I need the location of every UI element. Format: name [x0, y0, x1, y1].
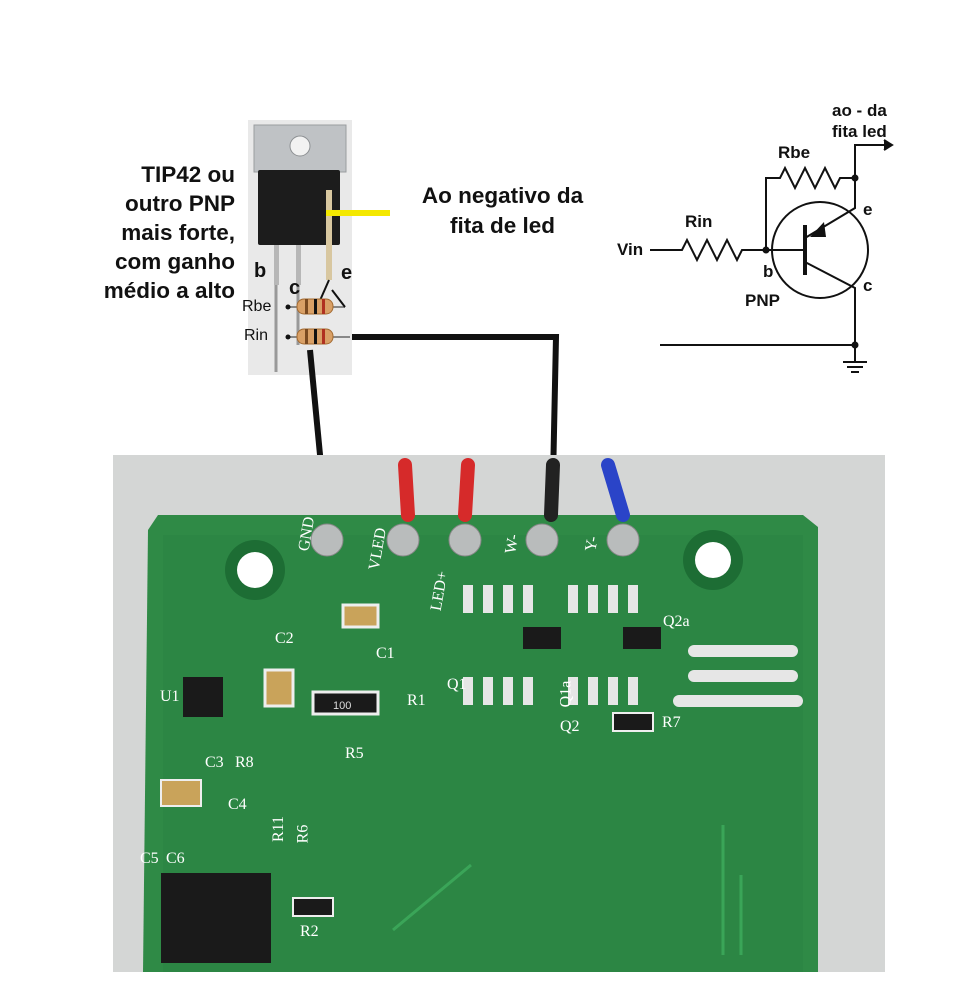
pcb-q1: Q1: [447, 676, 467, 693]
emitter-arrow: [810, 222, 826, 237]
schem-vin-label: Vin: [617, 240, 644, 259]
pcb-c3: C3: [205, 754, 224, 771]
pcb-q2a: Q2a: [663, 613, 690, 630]
schem-e-label: e: [863, 200, 873, 219]
pcb-r6: R6: [294, 824, 312, 844]
pin-e-label: e: [341, 262, 353, 284]
pcb-r8: R8: [235, 754, 254, 771]
negative-note: Ao negativo da fita de led: [395, 181, 610, 241]
pcb-c2: C2: [275, 630, 294, 647]
schematic: [650, 139, 894, 373]
pcb-r7: R7: [662, 714, 681, 731]
note-line: Ao negativo da: [421, 183, 584, 208]
pcb-wminus: W-: [502, 532, 523, 556]
rin-label: Rin: [244, 327, 269, 344]
pcb-u1: U1: [160, 688, 180, 705]
pcb-r1: R1: [407, 692, 426, 709]
note-line: mais forte,: [121, 220, 235, 245]
pcb-c6: C6: [166, 850, 185, 867]
note-line: com ganho: [114, 249, 235, 274]
schem-rbe-label: Rbe: [778, 143, 811, 162]
rin-resistor: [285, 328, 350, 345]
pcb-photo: [113, 455, 885, 972]
pcb-r1-code: 100: [333, 700, 352, 712]
output-line: ao - da: [832, 101, 887, 120]
note-line: fita de led: [449, 213, 556, 238]
schem-b-label: b: [763, 262, 774, 281]
rbe-resistor: [285, 298, 345, 315]
pcb-c5: C5: [140, 850, 159, 867]
output-label: ao - da fita led: [832, 100, 887, 142]
pcb-r5: R5: [345, 745, 364, 762]
schem-rin-label: Rin: [685, 212, 713, 231]
output-line: fita led: [832, 122, 887, 141]
pcb-q1a: Q1a: [557, 680, 575, 708]
pcb-q2: Q2: [560, 718, 580, 735]
rbe-label: Rbe: [242, 298, 272, 315]
pin-c-label: c: [289, 277, 301, 299]
pcb-r11: R11: [270, 815, 288, 843]
pin-b-label: b: [254, 260, 267, 282]
pcb-r2: R2: [300, 923, 319, 940]
note-line: TIP42 ou: [141, 162, 235, 187]
transistor-photo: [248, 120, 352, 375]
schem-pnp-label: PNP: [745, 291, 780, 310]
schem-c-label: c: [863, 276, 873, 295]
transistor-note: TIP42 ou outro PNP mais forte, com ganho…: [60, 160, 235, 305]
pcb-yminus: Y-: [582, 534, 602, 553]
pcb-c4: C4: [228, 796, 247, 813]
note-line: outro PNP: [125, 191, 235, 216]
note-line: médio a alto: [103, 278, 235, 303]
pcb-c1: C1: [376, 645, 395, 662]
